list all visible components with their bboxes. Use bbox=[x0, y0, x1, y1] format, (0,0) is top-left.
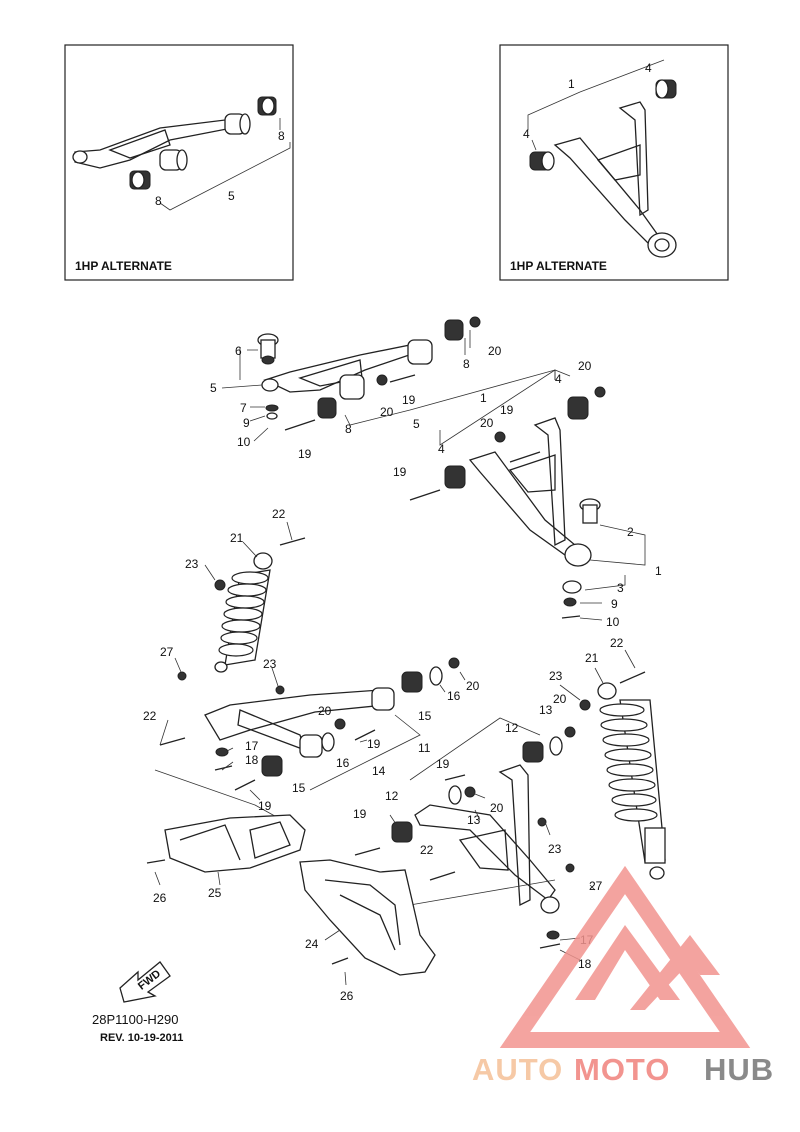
callout-label: 17 bbox=[245, 739, 259, 753]
upper-left-arm-assembly: 6 5 7 9 10 19 20 8 20 19 5 8 bbox=[210, 316, 556, 461]
callout-label: 4 bbox=[523, 127, 530, 141]
box-caption: 1HP ALTERNATE bbox=[510, 259, 607, 273]
ball-joint-icon bbox=[257, 333, 279, 365]
callout-label: 21 bbox=[585, 651, 599, 665]
callout-label: 15 bbox=[418, 709, 432, 723]
callout-label: 5 bbox=[228, 189, 235, 203]
callout-label: 19 bbox=[393, 465, 407, 479]
watermark-text: AUTO MOTO HUB bbox=[472, 1052, 774, 1087]
upper-right-arm-assembly: 1 4 4 20 19 20 19 2 1 3 9 10 bbox=[393, 359, 662, 629]
callout-label: 20 bbox=[488, 344, 502, 358]
callout-label: 15 bbox=[292, 781, 306, 795]
callout-label: 9 bbox=[611, 597, 618, 611]
callout-label: 8 bbox=[155, 194, 162, 208]
callout-label: 18 bbox=[245, 753, 259, 767]
callout-label: 19 bbox=[353, 807, 367, 821]
callout-label: 4 bbox=[645, 61, 652, 75]
callout-label: 5 bbox=[413, 417, 420, 431]
right-shock-absorber: 22 21 23 20 bbox=[537, 636, 666, 880]
callout-label: 22 bbox=[420, 843, 434, 857]
callout-label: 12 bbox=[505, 721, 519, 735]
bushing-icon bbox=[129, 170, 151, 190]
callout-label: 9 bbox=[243, 416, 250, 430]
callout-label: 19 bbox=[298, 447, 312, 461]
callout-label: 23 bbox=[263, 657, 277, 671]
callout-label: 20 bbox=[490, 801, 504, 815]
callout-label: 6 bbox=[235, 344, 242, 358]
callout-label: 5 bbox=[210, 381, 217, 395]
callout-label: 19 bbox=[367, 737, 381, 751]
callout-label: 26 bbox=[340, 989, 354, 1003]
revision-date: REV. 10-19-2011 bbox=[100, 1032, 183, 1044]
callout-label: 26 bbox=[153, 891, 167, 905]
callout-label: 16 bbox=[336, 756, 350, 770]
callout-label: 20 bbox=[380, 405, 394, 419]
callout-label: 19 bbox=[436, 757, 450, 771]
callout-label: 1 bbox=[655, 564, 662, 578]
callout-label: 7 bbox=[240, 401, 247, 415]
callout-label: 10 bbox=[606, 615, 620, 629]
callout-label: 27 bbox=[160, 645, 174, 659]
callout-label: 16 bbox=[447, 689, 461, 703]
left-guard: 25 26 bbox=[146, 814, 306, 905]
callout-label: 10 bbox=[237, 435, 251, 449]
lower-left-arm-assembly: 22 17 18 19 20 19 16 15 16 20 15 14 bbox=[143, 657, 480, 831]
callout-label: 14 bbox=[372, 764, 386, 778]
box-caption: 1HP ALTERNATE bbox=[75, 259, 172, 273]
callout-label: 1 bbox=[568, 77, 575, 91]
callout-label: 2 bbox=[627, 525, 634, 539]
callout-label: 19 bbox=[402, 393, 416, 407]
callout-label: 8 bbox=[463, 357, 470, 371]
callout-label: 20 bbox=[466, 679, 480, 693]
callout-label: 20 bbox=[318, 704, 332, 718]
callout-label: 27 bbox=[589, 879, 603, 893]
alternate-box-1: 8 8 5 1HP ALTERNATE bbox=[64, 44, 294, 281]
callout-label: 24 bbox=[305, 937, 319, 951]
bushing-icon bbox=[159, 149, 188, 171]
callout-label: 23 bbox=[548, 842, 562, 856]
callout-label: 20 bbox=[553, 692, 567, 706]
callout-label: 19 bbox=[258, 799, 272, 813]
callout-label: 12 bbox=[385, 789, 399, 803]
callout-label: 8 bbox=[345, 422, 352, 436]
callout-label: 25 bbox=[208, 886, 222, 900]
callout-label: 22 bbox=[272, 507, 286, 521]
bushing-icon bbox=[224, 113, 251, 135]
callout-label: 22 bbox=[143, 709, 157, 723]
callout-label: 1 bbox=[480, 391, 487, 405]
callout-label: 4 bbox=[438, 442, 445, 456]
callout-label: 19 bbox=[500, 403, 514, 417]
callout-label: 11 bbox=[418, 741, 431, 755]
fwd-arrow-icon: FWD bbox=[119, 961, 171, 1003]
callout-label: 13 bbox=[467, 813, 481, 827]
bushing-icon bbox=[655, 79, 677, 99]
diagram-code: 28P1100-H290 bbox=[92, 1012, 179, 1027]
left-shock-absorber: 22 21 23 27 23 bbox=[160, 507, 306, 695]
callout-label: 22 bbox=[610, 636, 624, 650]
callout-label: 18 bbox=[578, 957, 592, 971]
callout-label: 23 bbox=[549, 669, 563, 683]
watermark-part-1: AUTO bbox=[472, 1052, 563, 1087]
callout-label: 13 bbox=[539, 703, 553, 717]
bushing-icon bbox=[257, 96, 277, 116]
callout-label: 4 bbox=[555, 372, 562, 386]
alternate-box-2: 1 4 4 1HP ALTERNATE bbox=[499, 44, 729, 281]
watermark-part-3: HUB bbox=[704, 1052, 774, 1087]
watermark-part-2: MOTO bbox=[574, 1052, 670, 1087]
callout-label: 20 bbox=[578, 359, 592, 373]
watermark-logo-icon bbox=[499, 865, 751, 1048]
callout-label: 23 bbox=[185, 557, 199, 571]
bushing-icon bbox=[529, 151, 555, 171]
ball-joint-icon bbox=[579, 498, 601, 524]
callout-label: 21 bbox=[230, 531, 244, 545]
callout-label: 8 bbox=[278, 129, 285, 143]
callout-label: 20 bbox=[480, 416, 494, 430]
callout-label: 3 bbox=[617, 581, 624, 595]
